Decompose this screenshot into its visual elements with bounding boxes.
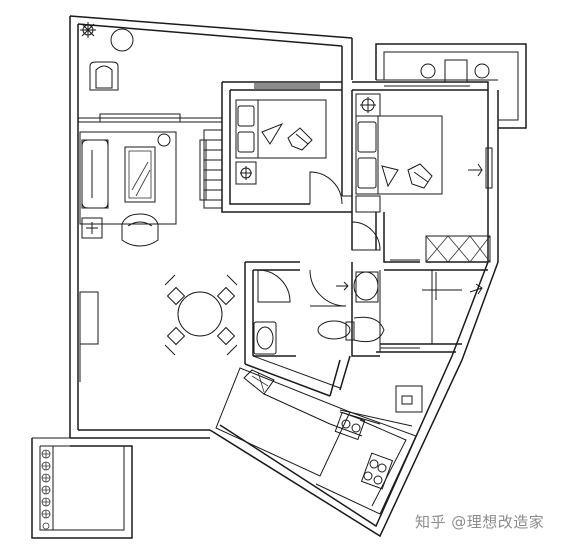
plant-icon — [80, 22, 96, 38]
planter-plants-icon — [41, 449, 51, 530]
exterior-walls — [69, 15, 499, 538]
bed — [355, 115, 443, 195]
door-swing — [351, 221, 381, 251]
armchair — [121, 213, 159, 247]
tv-cabinet — [203, 129, 223, 209]
sink — [353, 271, 379, 301]
sofa — [81, 139, 109, 209]
dining-table — [177, 291, 223, 337]
balcony-stool — [420, 63, 436, 79]
bathroom — [253, 271, 483, 355]
nightstand — [355, 195, 381, 213]
door-swing — [309, 269, 347, 307]
left-bedroom — [235, 99, 327, 185]
balcony-stool — [474, 63, 490, 79]
living-area — [79, 129, 223, 382]
dining-chair — [164, 274, 238, 356]
sink — [253, 321, 277, 355]
sofa-area-outline — [79, 131, 177, 225]
toilet — [317, 320, 351, 340]
sideboard — [79, 291, 99, 345]
nightstand — [355, 93, 381, 117]
watermark-text: 知乎 @理想改造家 — [415, 513, 545, 531]
lamp-icon — [157, 133, 171, 147]
kitchen — [215, 367, 423, 515]
balcony-table — [444, 59, 468, 83]
windows — [254, 83, 470, 349]
kitchen-sink — [243, 369, 275, 395]
stove-icon — [360, 452, 394, 490]
tv-icon — [485, 147, 493, 189]
lower-left-balcony — [31, 437, 133, 539]
balcony-table — [110, 28, 134, 52]
appliance-icon — [395, 385, 423, 413]
door-swing — [309, 171, 343, 205]
doors — [257, 171, 462, 307]
nightstand — [235, 161, 257, 185]
bed — [235, 99, 327, 159]
top-left-balcony — [78, 22, 222, 123]
wardrobe — [425, 235, 491, 263]
balcony-chair — [89, 61, 119, 91]
sink-icon — [334, 411, 366, 441]
right-bedroom — [355, 93, 493, 263]
side-table — [81, 217, 103, 239]
dining-set — [164, 274, 238, 356]
coffee-table — [124, 146, 156, 203]
door-swing — [257, 269, 291, 303]
